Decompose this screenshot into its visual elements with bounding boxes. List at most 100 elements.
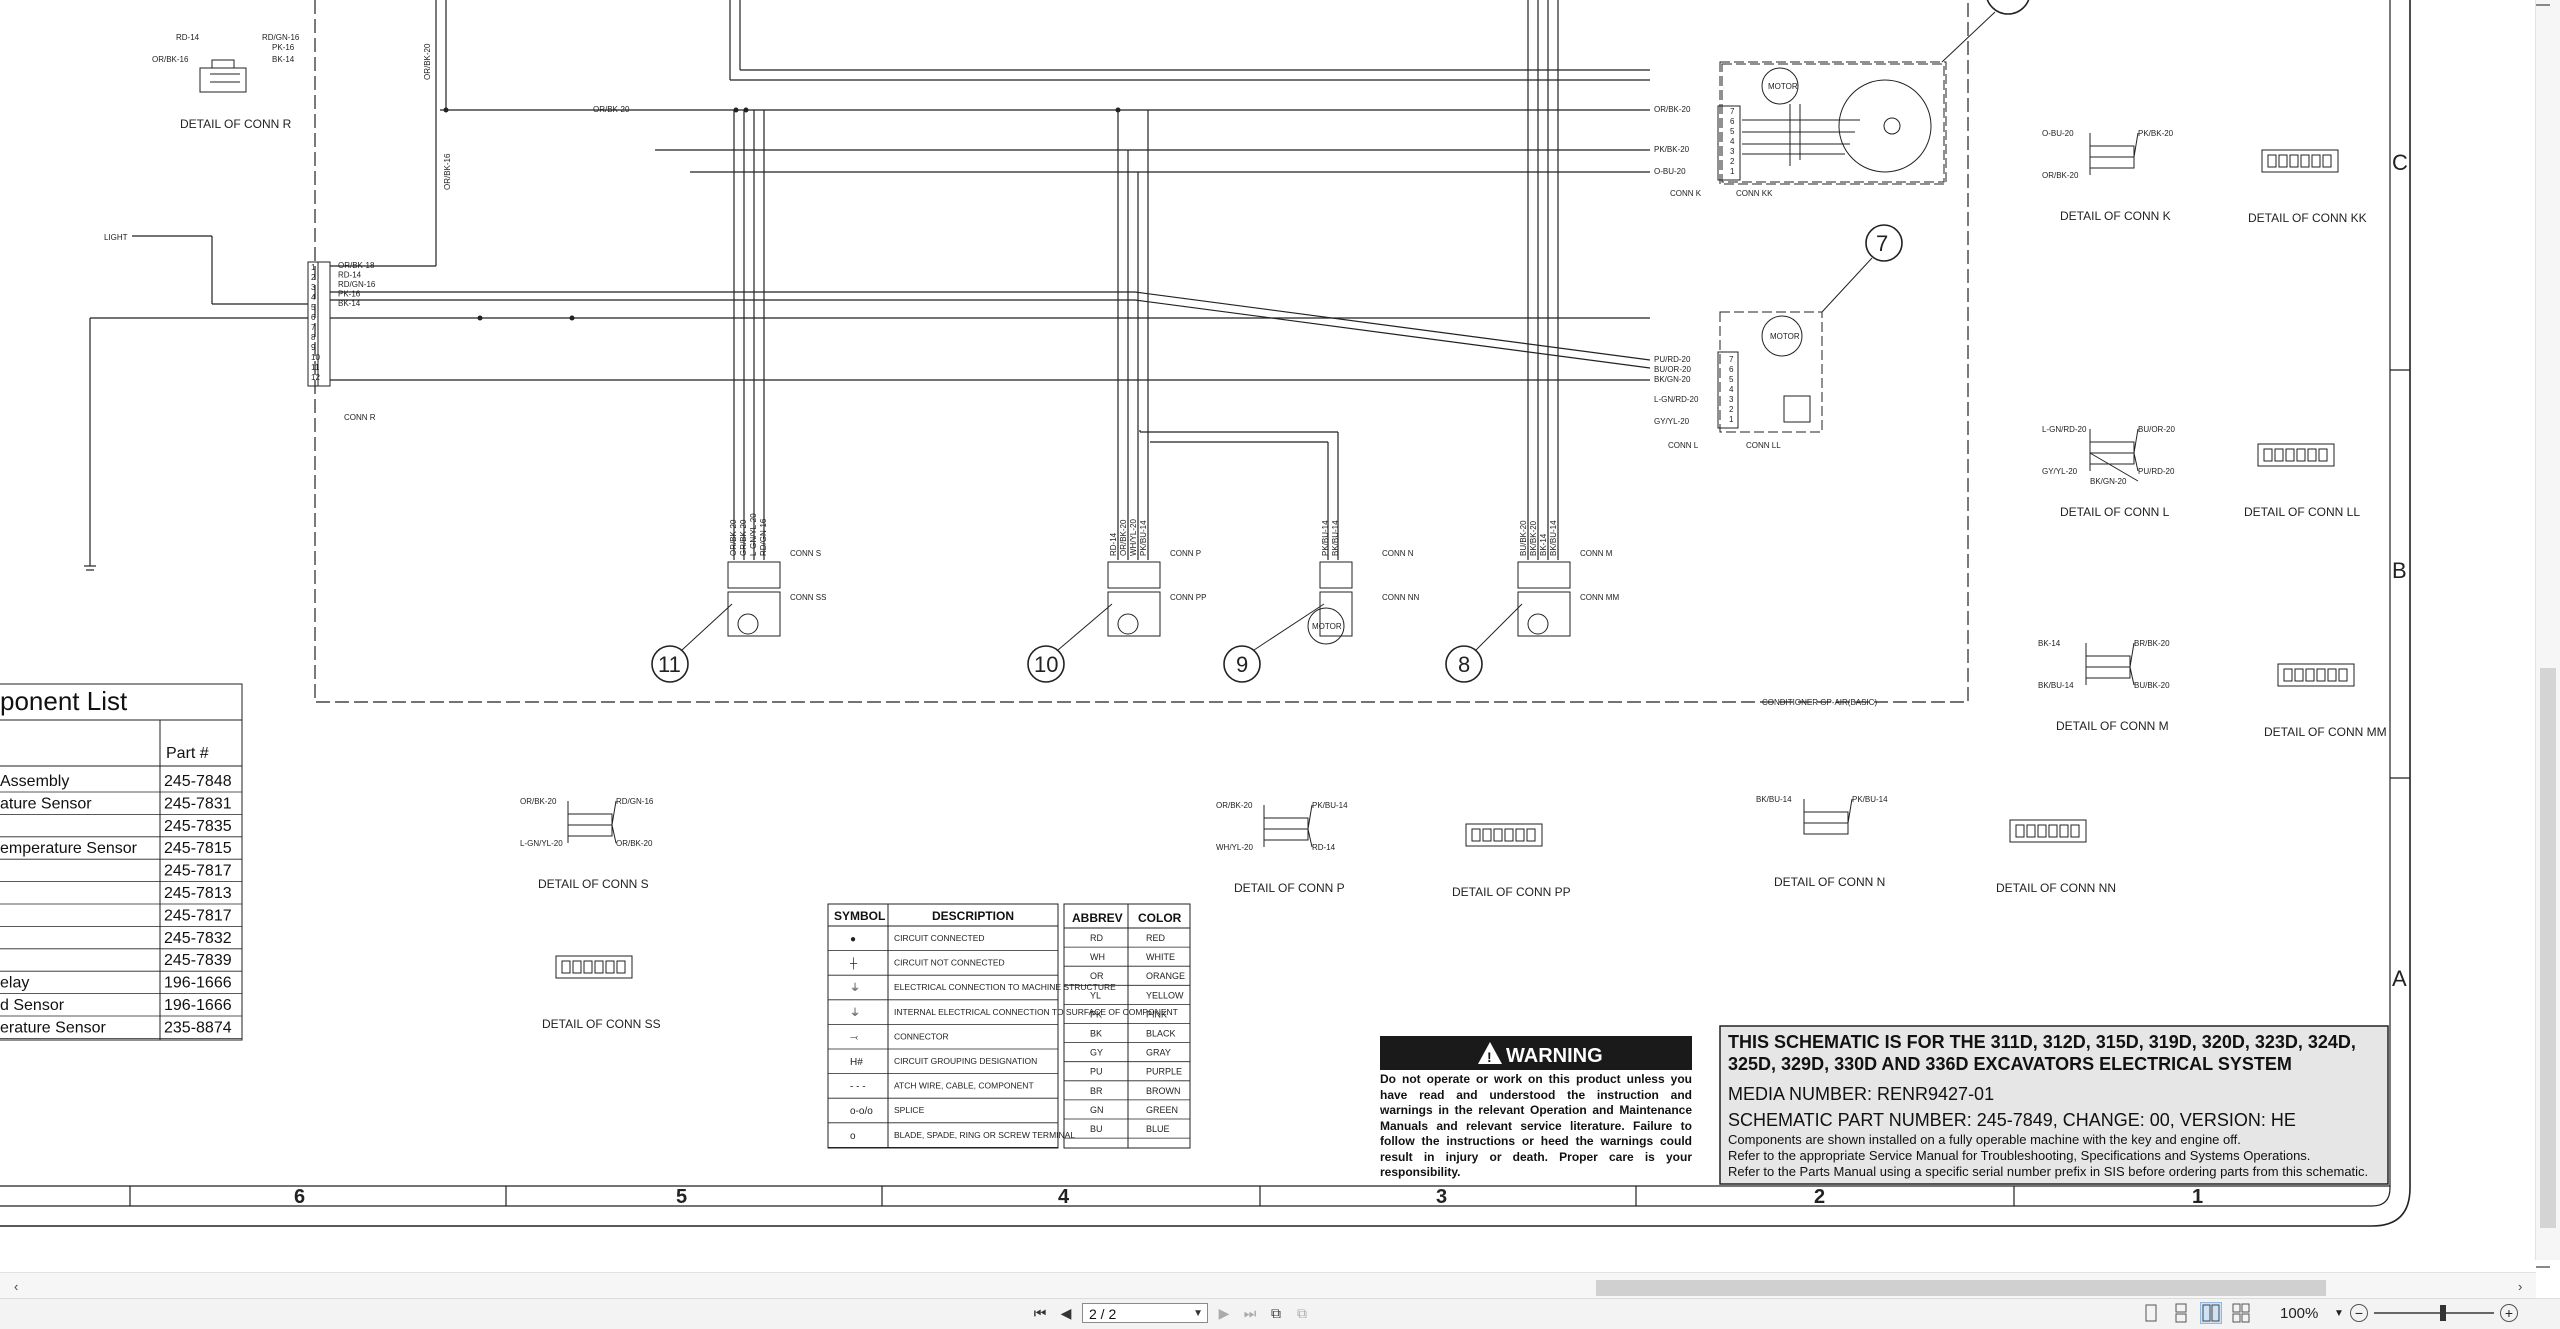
component-part-number: 196-1666 (164, 975, 232, 992)
color-name: WHITE (1146, 952, 1175, 962)
scroll-left-arrow-icon[interactable]: ‹ (14, 1279, 19, 1294)
zoom-dropdown-icon[interactable]: ▼ (2334, 1307, 2344, 1319)
lower-connector-label: CONN N (1382, 549, 1414, 558)
previous-page-icon[interactable]: ◀ (1060, 1304, 1072, 1321)
conn-r-wire-label: OR/BK-18 (338, 261, 375, 270)
minimize-top-icon[interactable] (2536, 4, 2550, 6)
symbol-glyph: ⤙ (850, 1032, 858, 1043)
component-part-number: 245-7831 (164, 795, 232, 812)
conn-l-pin: 6 (1729, 365, 1734, 374)
lower-connector-wire-label: L-GN/YL-20 (749, 513, 758, 556)
detail-pin-label: PK/BU-14 (1852, 795, 1888, 804)
detail-caption: DETAIL OF CONN LL (2244, 505, 2360, 519)
symbol-description: CIRCUIT GROUPING DESIGNATION (894, 1056, 1037, 1066)
conn-k-pin: 3 (1730, 147, 1735, 156)
note-1: Components are shown installed on a full… (1728, 1132, 2241, 1147)
detail-pin-label: RD-14 (1312, 843, 1336, 852)
detail-pin-label: BR/BK-20 (2134, 639, 2170, 648)
warning-title: WARNING (1506, 1045, 1603, 1067)
lower-connector-label-mate: CONN MM (1580, 593, 1619, 602)
minimize-bottom-icon[interactable] (2536, 1266, 2550, 1268)
title-line-1: THIS SCHEMATIC IS FOR THE 311D, 312D, 31… (1728, 1032, 2356, 1052)
conn-k-wire-label: OR/BK-20 (1654, 105, 1691, 114)
detail-pin-label: GY/YL-20 (2042, 467, 2078, 476)
continuous-view-icon[interactable] (2170, 1302, 2192, 1324)
next-page-icon[interactable]: ▶ (1218, 1304, 1230, 1321)
color-name: RED (1146, 933, 1166, 943)
conn-k-motor-label: MOTOR (1768, 82, 1798, 91)
component-name: erature Sensor (0, 1019, 107, 1036)
previous-view-icon[interactable]: ⧉ (1271, 1304, 1281, 1321)
note-3: Refer to the Parts Manual using a specif… (1728, 1164, 2368, 1179)
zoom-in-icon[interactable]: + (2499, 1304, 2518, 1322)
right-detail: DETAIL OF CONN MM (2264, 663, 2387, 739)
symbol-description: CIRCUIT NOT CONNECTED (894, 958, 1005, 968)
two-page-continuous-icon[interactable] (2230, 1302, 2252, 1324)
next-view-icon[interactable]: ⧉ (1297, 1304, 1307, 1321)
zoom-slider-knob[interactable] (2439, 1305, 2446, 1321)
symbol-header: SYMBOL (834, 909, 885, 923)
scroll-right-arrow-icon[interactable]: › (2518, 1279, 2523, 1294)
zone-a: A (2392, 966, 2407, 991)
conn-k-label: CONN K (1670, 189, 1702, 198)
conn-r-wire-label: PK-16 (338, 290, 361, 299)
detail-pin-label: OR/BK-20 (520, 797, 557, 806)
conn-r-wire-label: RD/GN-16 (338, 280, 376, 289)
conn-l-pin: 1 (1729, 415, 1734, 424)
color-name: GREEN (1146, 1105, 1178, 1115)
vertical-scroll-thumb[interactable] (2540, 668, 2556, 1228)
component-part-number: 245-7848 (164, 773, 232, 790)
detail-pin-label: PK/BU-14 (1312, 801, 1348, 810)
single-page-view-icon[interactable] (2140, 1302, 2162, 1324)
callout: 8 (1458, 652, 1470, 677)
component-part-number: 235-8874 (164, 1019, 232, 1036)
lower-connector-wire-label: PK/BU-14 (1321, 520, 1330, 556)
zoom-slider[interactable] (2373, 1302, 2494, 1324)
last-page-icon[interactable]: ⏭ (1243, 1304, 1257, 1321)
color-abbrev: BU (1090, 1124, 1103, 1134)
box-caption: CONDITIONER GP-AIR(BASIC) (1762, 698, 1877, 707)
top-wire-vertical-label-2: OR/BK-16 (443, 153, 452, 190)
conn-l-pin: 3 (1729, 395, 1734, 404)
detail-pin-label: L-GN/YL-20 (520, 839, 563, 848)
zoom-out-icon[interactable]: − (2349, 1304, 2368, 1322)
conn-r-pin: 3 (311, 283, 316, 292)
conn-l-wire-label: GY/YL-20 (1654, 417, 1690, 426)
detail-caption: DETAIL OF CONN M (2056, 719, 2169, 733)
detail-caption: DETAIL OF CONN N (1774, 875, 1885, 889)
page-number-input[interactable]: 2 / 2 ▼ (1082, 1303, 1208, 1323)
detail-caption: DETAIL OF CONN S (538, 877, 649, 891)
color-header: COLOR (1138, 911, 1182, 925)
first-page-icon[interactable]: ⏮ (1033, 1304, 1047, 1321)
component-part-number: 245-7817 (164, 907, 232, 924)
symbol-description: ELECTRICAL CONNECTION TO MACHINE STRUCTU… (894, 982, 1116, 992)
conn-r-pin: 7 (311, 323, 316, 332)
detail-caption: DETAIL OF CONN SS (542, 1017, 661, 1031)
conn-r-pin: 10 (311, 353, 320, 362)
two-page-view-icon[interactable] (2200, 1302, 2222, 1324)
vertical-scrollbar[interactable] (2535, 0, 2560, 1260)
symbol-glyph: o (850, 1131, 856, 1142)
lower-detail: DETAIL OF CONN SS (542, 955, 661, 1031)
conn-r-pin: 8 (311, 333, 316, 342)
detail-pin-label: BK/BU-14 (2038, 681, 2074, 690)
svg-text:!: ! (1487, 1049, 1492, 1065)
horizontal-scroll-thumb[interactable] (1596, 1280, 2326, 1296)
color-abbrev: GN (1090, 1105, 1104, 1115)
component-part-number: 245-7813 (164, 885, 232, 902)
lower-connector-label: CONN M (1580, 549, 1613, 558)
color-abbrev: BK (1090, 1029, 1102, 1039)
symbol-glyph: o-o/o (850, 1106, 873, 1117)
title-line-2: 325D, 329D, 330D AND 336D EXCAVATORS ELE… (1728, 1054, 2292, 1074)
zone-b: B (2392, 558, 2407, 583)
lower-connector-label-mate: CONN SS (790, 593, 826, 602)
abbrev-header: ABBREV (1072, 911, 1123, 925)
note-2: Refer to the appropriate Service Manual … (1728, 1148, 2310, 1163)
page-dropdown-icon[interactable]: ▼ (1193, 1308, 1203, 1319)
color-abbrev: BR (1090, 1086, 1103, 1096)
